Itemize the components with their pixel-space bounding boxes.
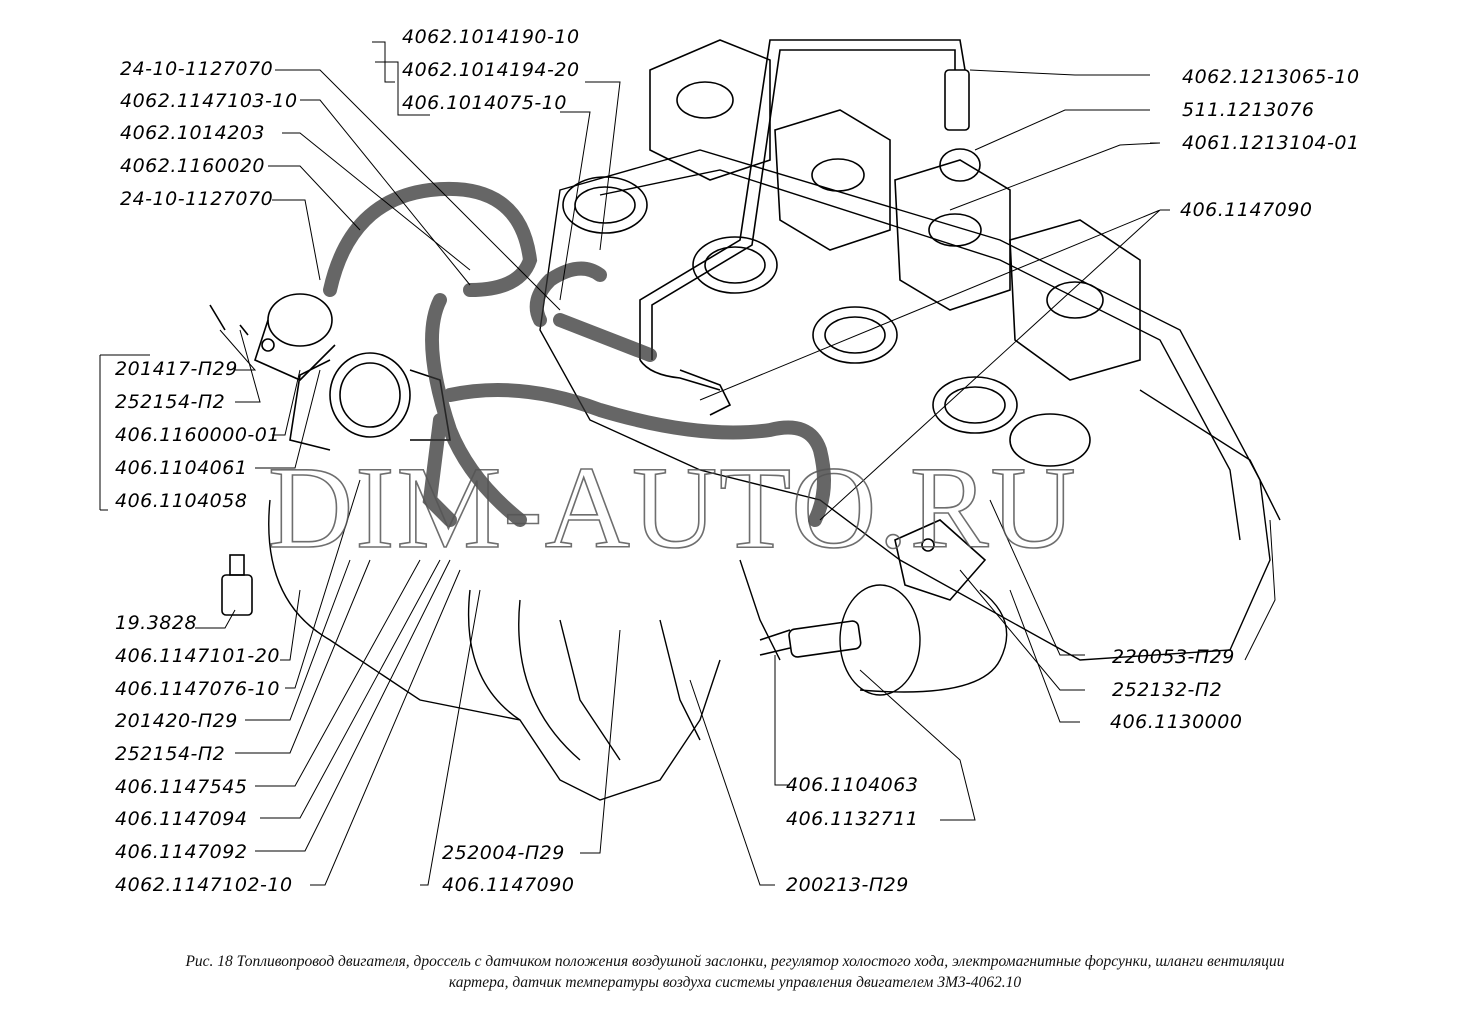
part-label: 252132-П2 (1112, 679, 1223, 701)
part-label: 406.1147090 (1180, 199, 1313, 221)
part-label: 252154-П2 (115, 743, 226, 765)
ventilation-hoses (323, 181, 831, 527)
part-label: 252154-П2 (115, 391, 226, 413)
figure-caption-line-2: картера, датчик температуры воздуха сист… (448, 974, 1022, 991)
part-label: 4061.1213104-01 (1182, 132, 1360, 154)
part-label: 406.1147094 (115, 808, 248, 830)
part-label: 24-10-1127070 (120, 188, 274, 210)
part-label: 4062.1147102-10 (115, 874, 293, 896)
part-label: 406.1130000 (1110, 711, 1243, 733)
throttle-body (289, 352, 451, 451)
part-label: 201420-П29 (115, 710, 238, 732)
watermark: DIM-AUTO.RU (267, 441, 1078, 574)
cylinder-head-outline (539, 149, 1281, 661)
part-label: 406.1147545 (115, 776, 248, 798)
exhaust-flanges (649, 39, 1141, 381)
air-temp-sensor (221, 554, 253, 616)
part-label: 4062.1147103-10 (120, 90, 298, 112)
part-label: 4062.1014190-10 (402, 26, 580, 48)
part-label: 19.3828 (115, 612, 198, 634)
part-label: 4062.1213065-10 (1182, 66, 1360, 88)
part-label: 4062.1014194-20 (402, 59, 580, 81)
intake-manifold (268, 499, 1008, 801)
figure-caption-line-1: Рис. 18 Топливопровод двигателя, дроссел… (185, 953, 1285, 970)
fuel-rail-pipe (639, 39, 981, 416)
part-label: 201417-П29 (115, 358, 238, 380)
part-label: 200213-П29 (786, 874, 909, 896)
part-label: 220053-П29 (1112, 646, 1235, 668)
part-label: 406.1147092 (115, 841, 248, 863)
injector (759, 620, 862, 658)
part-label: 406.1104058 (115, 490, 248, 512)
fuel-pressure-regulator (209, 293, 336, 381)
part-label: 406.1147076-10 (115, 678, 280, 700)
part-label: 511.1213076 (1182, 99, 1315, 121)
part-label: 406.1147101-20 (115, 645, 280, 667)
throttle-position-sensor (894, 519, 987, 601)
part-label: 4062.1160020 (120, 155, 266, 177)
part-label: 24-10-1127070 (120, 58, 274, 80)
part-label: 252004-П29 (442, 842, 565, 864)
part-label: 406.1147090 (442, 874, 575, 896)
part-label: 4062.1014203 (120, 122, 266, 144)
part-label: 406.1132711 (786, 808, 919, 830)
part-label: 406.1104061 (115, 457, 248, 479)
leader-lines (99, 41, 1276, 886)
part-label: 406.1160000-01 (115, 424, 280, 446)
part-label: 406.1014075-10 (402, 92, 567, 114)
part-label: 406.1104063 (786, 774, 919, 796)
